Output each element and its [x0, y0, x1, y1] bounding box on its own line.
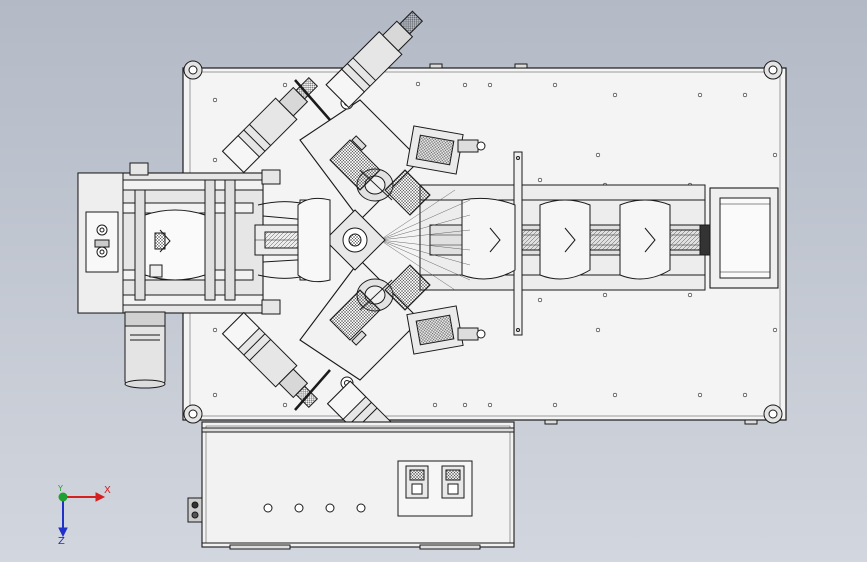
gripper-upper	[406, 125, 486, 175]
servo-motor-upper-left	[221, 76, 319, 174]
circuit-breaker	[405, 465, 429, 499]
control-box	[187, 421, 515, 550]
z-axis-label: Z	[58, 536, 65, 547]
conveyor-end-block	[699, 187, 779, 289]
corner-foot	[183, 60, 203, 80]
servo-motor-lower-left	[221, 311, 319, 409]
panel-hole	[356, 503, 366, 513]
panel-hole	[294, 503, 304, 513]
panel-hole	[263, 503, 273, 513]
corner-foot	[763, 60, 783, 80]
x-axis-label: X	[104, 485, 111, 496]
product-nest	[539, 199, 591, 280]
circuit-breaker	[441, 465, 465, 499]
gripper-lower	[406, 305, 486, 355]
panel-hole	[325, 503, 335, 513]
servo-motor-top	[325, 10, 424, 109]
pneumatic-rod	[294, 369, 331, 411]
coordinate-triad	[58, 492, 106, 538]
product-nest	[461, 197, 516, 280]
corner-foot	[763, 404, 783, 424]
y-axis-label: Y	[58, 484, 63, 493]
rotary-head	[297, 96, 431, 390]
pneumatic-rod	[294, 79, 331, 121]
linear-conveyor	[379, 151, 779, 336]
corner-foot	[183, 404, 203, 424]
product-nest	[619, 199, 671, 280]
infeed-motor	[124, 311, 166, 389]
infeed-frame	[77, 162, 331, 315]
y-axis-dot	[58, 492, 68, 502]
